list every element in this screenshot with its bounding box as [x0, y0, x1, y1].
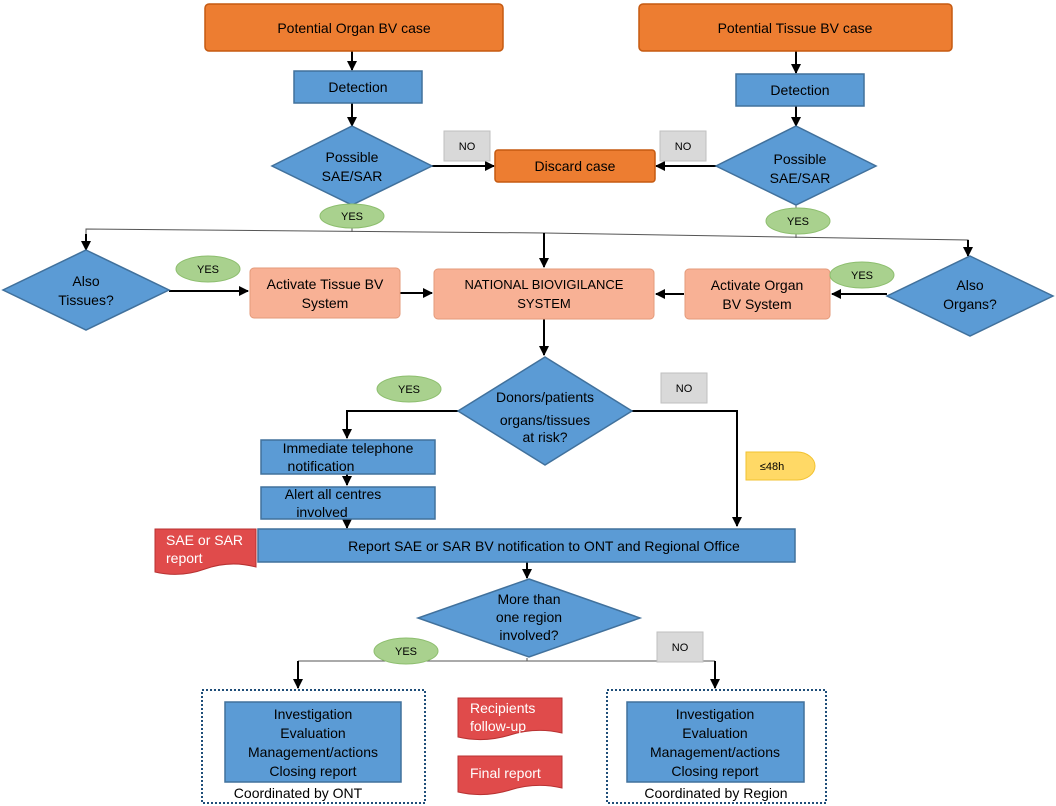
discard-label: Discard case [535, 158, 616, 174]
donors-line2: organs/tissues [500, 412, 590, 428]
region-box-line3: Management/actions [650, 744, 780, 760]
immediate-phone-box: Immediate telephone notification [260, 439, 436, 475]
activate-tissue-line2: System [302, 295, 349, 311]
detection-left-box: Detection [293, 70, 423, 104]
possible-left-line2: SAE/SAR [322, 168, 383, 184]
activate-organ-box: Activate Organ BV System [684, 268, 831, 320]
no-badge-right: NO [659, 130, 707, 162]
also-tissues-line2: Tissues? [58, 292, 114, 308]
activate-organ-line1: Activate Organ [711, 277, 804, 293]
coordinated-region-label: Coordinated by Region [644, 785, 787, 801]
yes-label: YES [197, 264, 219, 276]
region-line2: one region [496, 609, 562, 625]
yes-label: YES [395, 646, 417, 658]
detection-right-label: Detection [770, 82, 829, 98]
yes-badge-organs: YES [829, 261, 895, 289]
yes-label: YES [787, 216, 809, 228]
no-badge-donors: NO [660, 372, 708, 404]
organ-case-box: Potential Organ BV case [204, 3, 504, 52]
also-organs-line2: Organs? [943, 296, 997, 312]
alert-centres-line1: Alert all centres [285, 486, 381, 502]
tissue-case-box: Potential Tissue BV case [638, 3, 953, 52]
activate-tissue-line1: Activate Tissue BV [267, 276, 384, 292]
detection-right-box: Detection [735, 73, 865, 107]
national-line2: SYSTEM [517, 296, 570, 311]
detection-left-label: Detection [328, 79, 387, 95]
also-tissues-line1: Also [72, 273, 99, 289]
possible-left-diamond: Possible SAE/SAR [270, 125, 434, 206]
yes-badge-donors: YES [376, 375, 442, 403]
recipients-line2: follow-up [470, 718, 526, 734]
report-notification-box: Report SAE or SAR BV notification to ONT… [257, 528, 796, 563]
region-diamond: More than one region involved? [415, 578, 643, 658]
region-frame: Investigation Evaluation Management/acti… [606, 689, 827, 804]
tissue-case-label: Potential Tissue BV case [718, 20, 873, 36]
immediate-phone-line2: notification [288, 458, 355, 474]
yes-label: YES [341, 211, 363, 223]
yes-label: YES [851, 270, 873, 282]
no-badge-region: NO [656, 631, 704, 663]
yes-badge-right-top: YES [765, 207, 831, 235]
arrow-donors-no [632, 410, 742, 527]
ont-line3: Management/actions [248, 744, 378, 760]
discard-box: Discard case [494, 149, 656, 183]
region-line1: More than [497, 591, 560, 607]
organ-case-label: Potential Organ BV case [277, 20, 431, 36]
sae-report-line2: report [166, 550, 203, 566]
alert-centres-line2: involved [296, 504, 347, 520]
region-box-line2: Evaluation [682, 725, 747, 741]
region-box-line1: Investigation [676, 706, 755, 722]
recipients-followup-doc: Recipients follow-up [457, 697, 563, 741]
activate-organ-line2: BV System [722, 296, 791, 312]
no-label: NO [459, 141, 476, 153]
yes-badge-left-top: YES [319, 203, 385, 229]
no-badge-left: NO [443, 130, 491, 162]
ont-line1: Investigation [274, 706, 353, 722]
possible-right-line1: Possible [774, 151, 827, 167]
donors-line3: at risk? [522, 429, 567, 445]
within-48h-badge: ≤48h [745, 451, 816, 481]
national-line1: NATIONAL BIOVIGILANCE [465, 277, 624, 292]
final-report-doc: Final report [457, 755, 563, 796]
ont-line4: Closing report [269, 763, 356, 779]
recipients-line1: Recipients [470, 700, 535, 716]
sae-report-doc: SAE or SAR report [154, 528, 257, 575]
ont-frame: Investigation Evaluation Management/acti… [201, 689, 426, 804]
sae-report-line1: SAE or SAR [166, 532, 243, 548]
report-notification-label: Report SAE or SAR BV notification to ONT… [348, 538, 740, 554]
national-system-box: NATIONAL BIOVIGILANCE SYSTEM [433, 268, 655, 320]
ont-line2: Evaluation [280, 725, 345, 741]
region-line3: involved? [499, 627, 558, 643]
alert-centres-box: Alert all centres involved [260, 486, 436, 520]
yes-label: YES [398, 384, 420, 396]
within-48h-label: ≤48h [760, 461, 784, 473]
possible-right-diamond: Possible SAE/SAR [714, 125, 878, 206]
arrow-donors-yes [342, 410, 458, 439]
connectors [81, 51, 973, 689]
yes-badge-tissues: YES [175, 255, 241, 283]
also-organs-diamond: Also Organs? [885, 255, 1055, 337]
possible-right-line2: SAE/SAR [770, 170, 831, 186]
yes-badge-region: YES [373, 637, 439, 665]
final-report-label: Final report [470, 765, 541, 781]
no-label: NO [672, 642, 689, 654]
also-organs-line1: Also [956, 277, 983, 293]
donors-diamond: Donors/patients organs/tissues at risk? [456, 356, 634, 466]
region-box-line4: Closing report [671, 763, 758, 779]
donors-line1: Donors/patients [496, 389, 594, 405]
line-distribution [85, 228, 969, 246]
possible-left-line1: Possible [326, 149, 379, 165]
no-label: NO [676, 383, 693, 395]
immediate-phone-line1: Immediate telephone [283, 440, 414, 456]
also-tissues-diamond: Also Tissues? [1, 249, 171, 331]
activate-tissue-box: Activate Tissue BV System [249, 267, 401, 319]
coordinated-ont-label: Coordinated by ONT [234, 785, 363, 801]
no-label: NO [675, 141, 692, 153]
